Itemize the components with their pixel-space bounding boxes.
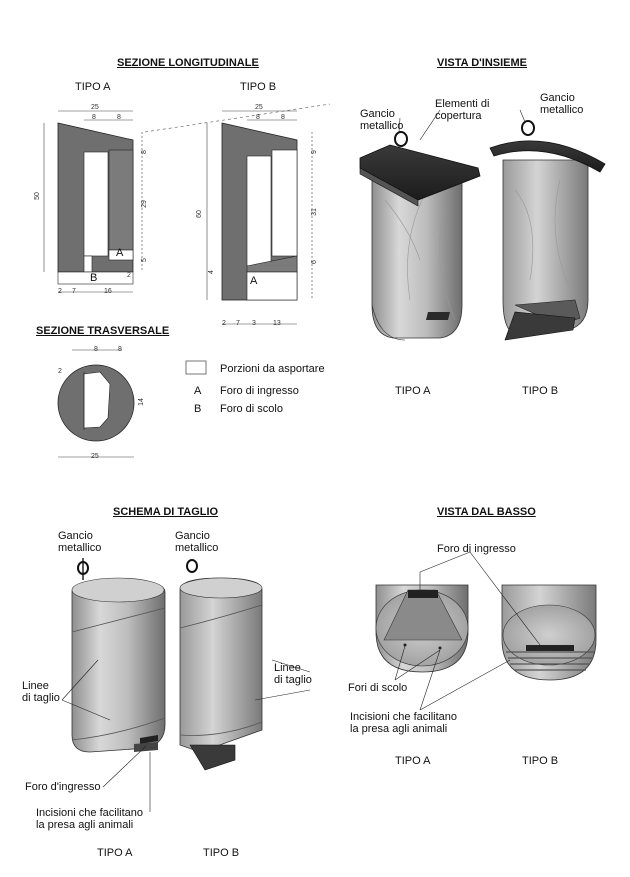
dim-a-bl: 7 <box>72 288 76 295</box>
section-a-drawing <box>43 110 143 293</box>
overall-type-a <box>359 131 481 341</box>
bottom-type-a <box>375 584 469 673</box>
type-b-label-bottom: TIPO B <box>522 755 559 767</box>
dim-a-r2: 29 <box>140 200 148 208</box>
type-a-label-bottom: TIPO A <box>395 755 431 767</box>
legend-b-text: Foro di scolo <box>220 403 283 415</box>
dim-a-r4: 2 <box>127 272 131 279</box>
dim-a-br: 16 <box>104 288 112 295</box>
dim-b-width: 25 <box>255 104 263 111</box>
mark-a-section-b: A <box>250 275 258 287</box>
dim-b-l3: 4 <box>207 270 215 274</box>
dim-a-top2: 8 <box>117 114 121 121</box>
cut-lines-label-b: Linee di taglio <box>274 662 312 686</box>
incisions-label-cut: Incisioni che facilitano la presa agli a… <box>36 807 144 831</box>
type-a-label-section: TIPO A <box>75 81 111 93</box>
dim-t-width: 25 <box>91 453 99 460</box>
legend-remove-swatch <box>185 360 207 375</box>
dim-a-height: 50 <box>33 192 41 200</box>
entry-hole-label-bottom: Foro di ingresso <box>437 543 516 555</box>
dim-b-br: 13 <box>273 320 281 327</box>
type-b-label-section: TIPO B <box>240 81 277 93</box>
overall-type-b <box>489 120 606 341</box>
dim-b-r2: 31 <box>310 208 318 216</box>
type-b-label-overall: TIPO B <box>522 385 559 397</box>
dim-t-top2: 8 <box>118 346 122 353</box>
entry-hole-label: Foro d'ingresso <box>25 781 101 793</box>
heading-bottom: VISTA DAL BASSO <box>437 506 536 518</box>
dim-a-r3: 5 <box>140 258 148 262</box>
dim-b-height: 60 <box>195 210 203 218</box>
hook-label-a: Gancio metallico <box>360 108 404 132</box>
hook-label-cut-b: Gancio metallico <box>175 530 219 554</box>
heading-transversal: SEZIONE TRASVERSALE <box>36 325 170 337</box>
cutting-type-a <box>71 558 166 753</box>
legend-b-key: B <box>194 403 202 415</box>
legend-a-text: Foro di ingresso <box>220 385 299 397</box>
hook-label-cut-a: Gancio metallico <box>58 530 102 554</box>
heading-overall: VISTA D'INSIEME <box>437 57 528 69</box>
dim-b-top1: 8 <box>256 114 260 121</box>
dim-b-b0: 2 <box>222 320 226 327</box>
cover-label: Elementi di copertura <box>435 98 490 122</box>
type-a-label-overall: TIPO A <box>395 385 431 397</box>
mark-a-section-a: A <box>116 247 124 259</box>
type-b-label-cutting: TIPO B <box>203 847 240 859</box>
dim-b-r1: 9 <box>310 150 318 154</box>
legend-remove-text: Porzioni da asportare <box>220 363 325 375</box>
transversal-drawing <box>57 349 135 458</box>
type-a-label-cutting: TIPO A <box>97 847 133 859</box>
dim-b-bl: 7 <box>236 320 240 327</box>
dim-a-top1: 8 <box>92 114 96 121</box>
drain-holes-label: Fori di scolo <box>348 682 408 694</box>
hook-label-b: Gancio metallico <box>540 92 584 116</box>
mark-b-section-a: B <box>90 272 98 284</box>
heading-longitudinal: SEZIONE LONGITUDINALE <box>117 57 259 69</box>
dim-a-b0: 2 <box>58 288 62 295</box>
dim-a-r1: 8 <box>140 150 148 154</box>
dim-b-r3: 6 <box>310 260 318 264</box>
dim-b-bm: 3 <box>252 320 256 327</box>
cut-lines-label-a: Linee di taglio <box>22 680 60 704</box>
dim-b-top2: 8 <box>281 114 285 121</box>
dim-t-side: 2 <box>58 368 62 375</box>
bottom-type-b <box>501 584 597 681</box>
legend-a-key: A <box>194 385 202 397</box>
incisions-label-bottom: Incisioni che facilitano la presa agli a… <box>350 711 458 735</box>
dim-t-top1: 8 <box>94 346 98 353</box>
heading-cutting: SCHEMA DI TAGLIO <box>113 506 219 518</box>
cutting-type-b <box>179 559 263 771</box>
dim-t-height: 14 <box>137 398 145 406</box>
dim-a-width: 25 <box>91 104 99 111</box>
section-b-drawing <box>144 103 331 325</box>
